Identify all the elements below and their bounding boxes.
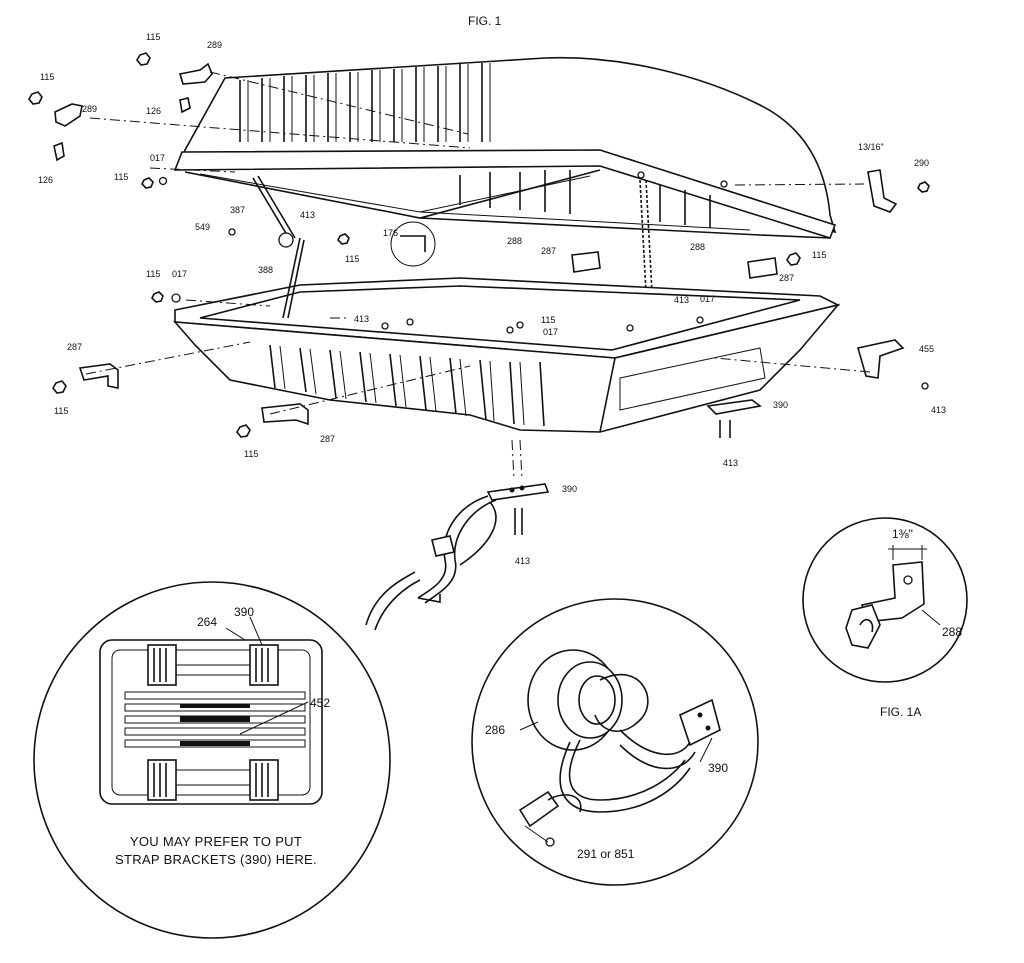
note-line-2: STRAP BRACKETS (390) HERE. (115, 852, 317, 867)
callout-017: 017 (543, 327, 558, 337)
mounting-strap: 390 413 (365, 483, 577, 631)
callout-115: 115 (146, 269, 160, 279)
cargo-box-base (173, 237, 841, 433)
callout-115: 115 (40, 72, 54, 82)
callout-290: 290 (914, 158, 929, 168)
hex-nut-icon (28, 91, 43, 105)
callout-126: 126 (146, 106, 161, 116)
callout-413: 413 (931, 405, 946, 415)
lid-hardware (28, 52, 930, 331)
callout-390: 390 (562, 484, 577, 494)
bracket-icon (856, 339, 905, 379)
callout-115: 115 (114, 172, 128, 182)
figure-title: FIG. 1 (468, 14, 502, 28)
callout-452: 452 (310, 696, 330, 710)
callout-264: 264 (197, 615, 217, 629)
base-callouts: 115 017 388 413 115 017 413 017 287 115 … (54, 265, 946, 468)
callout-413: 413 (300, 210, 315, 220)
strap-placement-detail: 264 390 452 YOU MAY PREFER TO PUT STRAP … (33, 581, 391, 939)
callout-126: 126 (38, 175, 53, 185)
callout-115: 115 (244, 449, 258, 459)
callout-115: 115 (54, 406, 68, 416)
callout-017: 017 (172, 269, 187, 279)
callout-288: 288 (942, 625, 962, 639)
callout-390: 390 (234, 605, 254, 619)
bracket-icon (867, 169, 898, 213)
callout-115: 115 (812, 250, 826, 260)
callout-455: 455 (919, 344, 934, 354)
callout-388: 388 (258, 265, 273, 275)
callout-287: 287 (320, 434, 335, 444)
strap-bracket-positions (147, 644, 279, 801)
callout-387: 387 (230, 205, 245, 215)
callout-413: 413 (723, 458, 738, 468)
bracket-icon (178, 62, 213, 85)
callout-115: 115 (345, 254, 359, 264)
bracket-icon (261, 403, 309, 426)
callout-176: 176 (383, 228, 398, 238)
callout-413: 413 (515, 556, 530, 566)
hex-nut-icon (337, 233, 350, 245)
hex-nut-icon (141, 177, 154, 189)
dimension-label: 13/16" (858, 142, 884, 152)
hex-nut-icon (52, 380, 67, 394)
strap-clamp-detail: 286 390 291 or 851 (471, 598, 759, 886)
callout-413: 413 (354, 314, 369, 324)
hex-nut-icon (917, 181, 930, 193)
inset-dimension: 1⅜" (892, 527, 913, 541)
lid-callouts: 115 289 115 289 126 126 017 115 387 413 … (38, 32, 929, 283)
callout-289: 289 (82, 104, 97, 114)
bracket-icon (54, 103, 83, 127)
bracket-icon (571, 251, 601, 273)
callout-413: 413 (674, 295, 689, 305)
callout-390: 390 (773, 400, 788, 410)
callout-549: 549 (195, 222, 210, 232)
hex-nut-icon (151, 291, 164, 303)
callout-287: 287 (67, 342, 82, 352)
bracket-icon (179, 97, 191, 114)
washer-icon (158, 176, 168, 186)
hex-nut-icon (136, 52, 151, 66)
inset-title: FIG. 1A (880, 705, 921, 719)
base-hardware (52, 71, 929, 481)
cargo-box-lid (173, 56, 837, 239)
callout-390: 390 (708, 761, 728, 775)
bracket-icon (747, 257, 778, 279)
callout-288: 288 (507, 236, 522, 246)
callout-115: 115 (541, 315, 555, 325)
callout-115: 115 (146, 32, 160, 42)
crossbars (124, 691, 306, 748)
callout-017: 017 (700, 294, 715, 304)
callout-286: 286 (485, 723, 505, 737)
hex-nut-icon (236, 424, 251, 438)
note-line-1: YOU MAY PREFER TO PUT (130, 834, 302, 849)
bracket-icon (78, 363, 119, 389)
callout-291-or-851: 291 or 851 (577, 847, 635, 861)
callout-288: 288 (690, 242, 705, 252)
hex-nut-icon (786, 252, 801, 266)
fig-1a-inset: 1⅜" 288 FIG. 1A (802, 517, 968, 719)
callout-287: 287 (779, 273, 794, 283)
bracket-icon (53, 141, 65, 162)
callout-287: 287 (541, 246, 556, 256)
bracket-icon (706, 399, 762, 415)
callout-289: 289 (207, 40, 222, 50)
washer-icon (171, 293, 181, 303)
callout-017: 017 (150, 153, 165, 163)
